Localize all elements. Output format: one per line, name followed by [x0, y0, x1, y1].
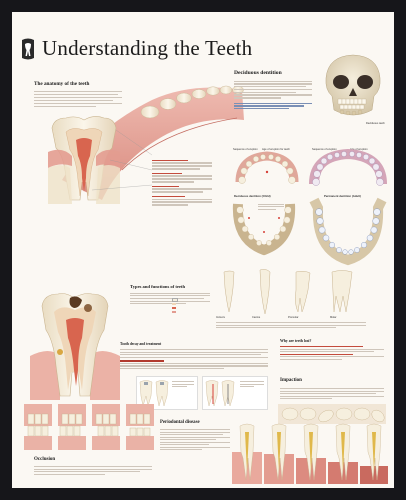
skull-caption: Deciduous teeth	[366, 122, 385, 125]
tooth-logo-icon	[22, 38, 34, 60]
tooth-type-incisors: Incisors	[216, 316, 225, 319]
section-title-deciduous: Deciduous dentition	[234, 70, 282, 76]
decay-text	[120, 348, 268, 376]
filling-notes	[172, 380, 194, 400]
filling-teeth-icon	[139, 380, 169, 407]
child-jaw-notes	[258, 202, 284, 222]
impaction-text	[280, 387, 384, 409]
types-text	[130, 291, 210, 313]
child-skull-illustration	[325, 54, 381, 116]
poster: Understanding the Teeth The anatomy of t…	[12, 12, 394, 488]
anatomy-notes	[152, 158, 212, 228]
impaction-illustration	[278, 404, 386, 424]
section-title-impaction: Impaction	[280, 378, 302, 383]
eruption-label-2: Age of eruption for teeth	[262, 148, 290, 151]
decayed-tooth-illustration	[30, 293, 120, 400]
upper-arch-child	[235, 151, 299, 184]
tooth-type-canine: Canine	[252, 316, 261, 319]
tooth-type-molar: Molar	[330, 316, 337, 319]
types-table	[216, 321, 366, 335]
lower-jaw-child	[232, 203, 296, 256]
root-canal-teeth-icon	[205, 380, 235, 407]
root-canal-notes	[240, 380, 264, 400]
deciduous-child-label: Deciduous dentition (Child)	[234, 194, 271, 198]
section-title-why-lost: Why are teeth lost?	[280, 339, 312, 343]
eruption-label-4: Age of eruption	[350, 148, 368, 151]
periodontal-stages-illustration	[232, 423, 388, 484]
permanent-adult-label: Permanent dentition (Adult)	[324, 194, 361, 198]
tooth-types-illustration	[223, 269, 353, 315]
occlusion-illustration	[24, 404, 154, 450]
lower-jaw-adult	[309, 197, 387, 266]
upper-arch-adult	[309, 148, 387, 186]
lower-jaw-illustration	[48, 85, 244, 204]
periodontal-text	[160, 428, 230, 478]
tissue-legend	[172, 297, 180, 314]
tooth-type-premolar: Premolar	[288, 316, 299, 319]
anatomy-text	[34, 89, 122, 115]
deciduous-text	[234, 79, 312, 129]
eruption-label-1: Sequence of eruption	[233, 148, 258, 151]
eruption-label-3: Sequence of eruption	[312, 148, 337, 151]
section-title-occlusion: Occlusion	[34, 457, 56, 462]
section-title-decay: Tooth decay and treatment	[120, 342, 162, 346]
section-title-periodontal: Periodontal disease	[160, 420, 200, 425]
section-title-anatomy: The anatomy of the teeth	[34, 81, 90, 87]
poster-title: Understanding the Teeth	[42, 36, 253, 60]
occlusion-text	[34, 465, 152, 483]
why-lost-text	[280, 345, 384, 371]
section-title-types: Types and functions of teeth	[130, 284, 186, 289]
